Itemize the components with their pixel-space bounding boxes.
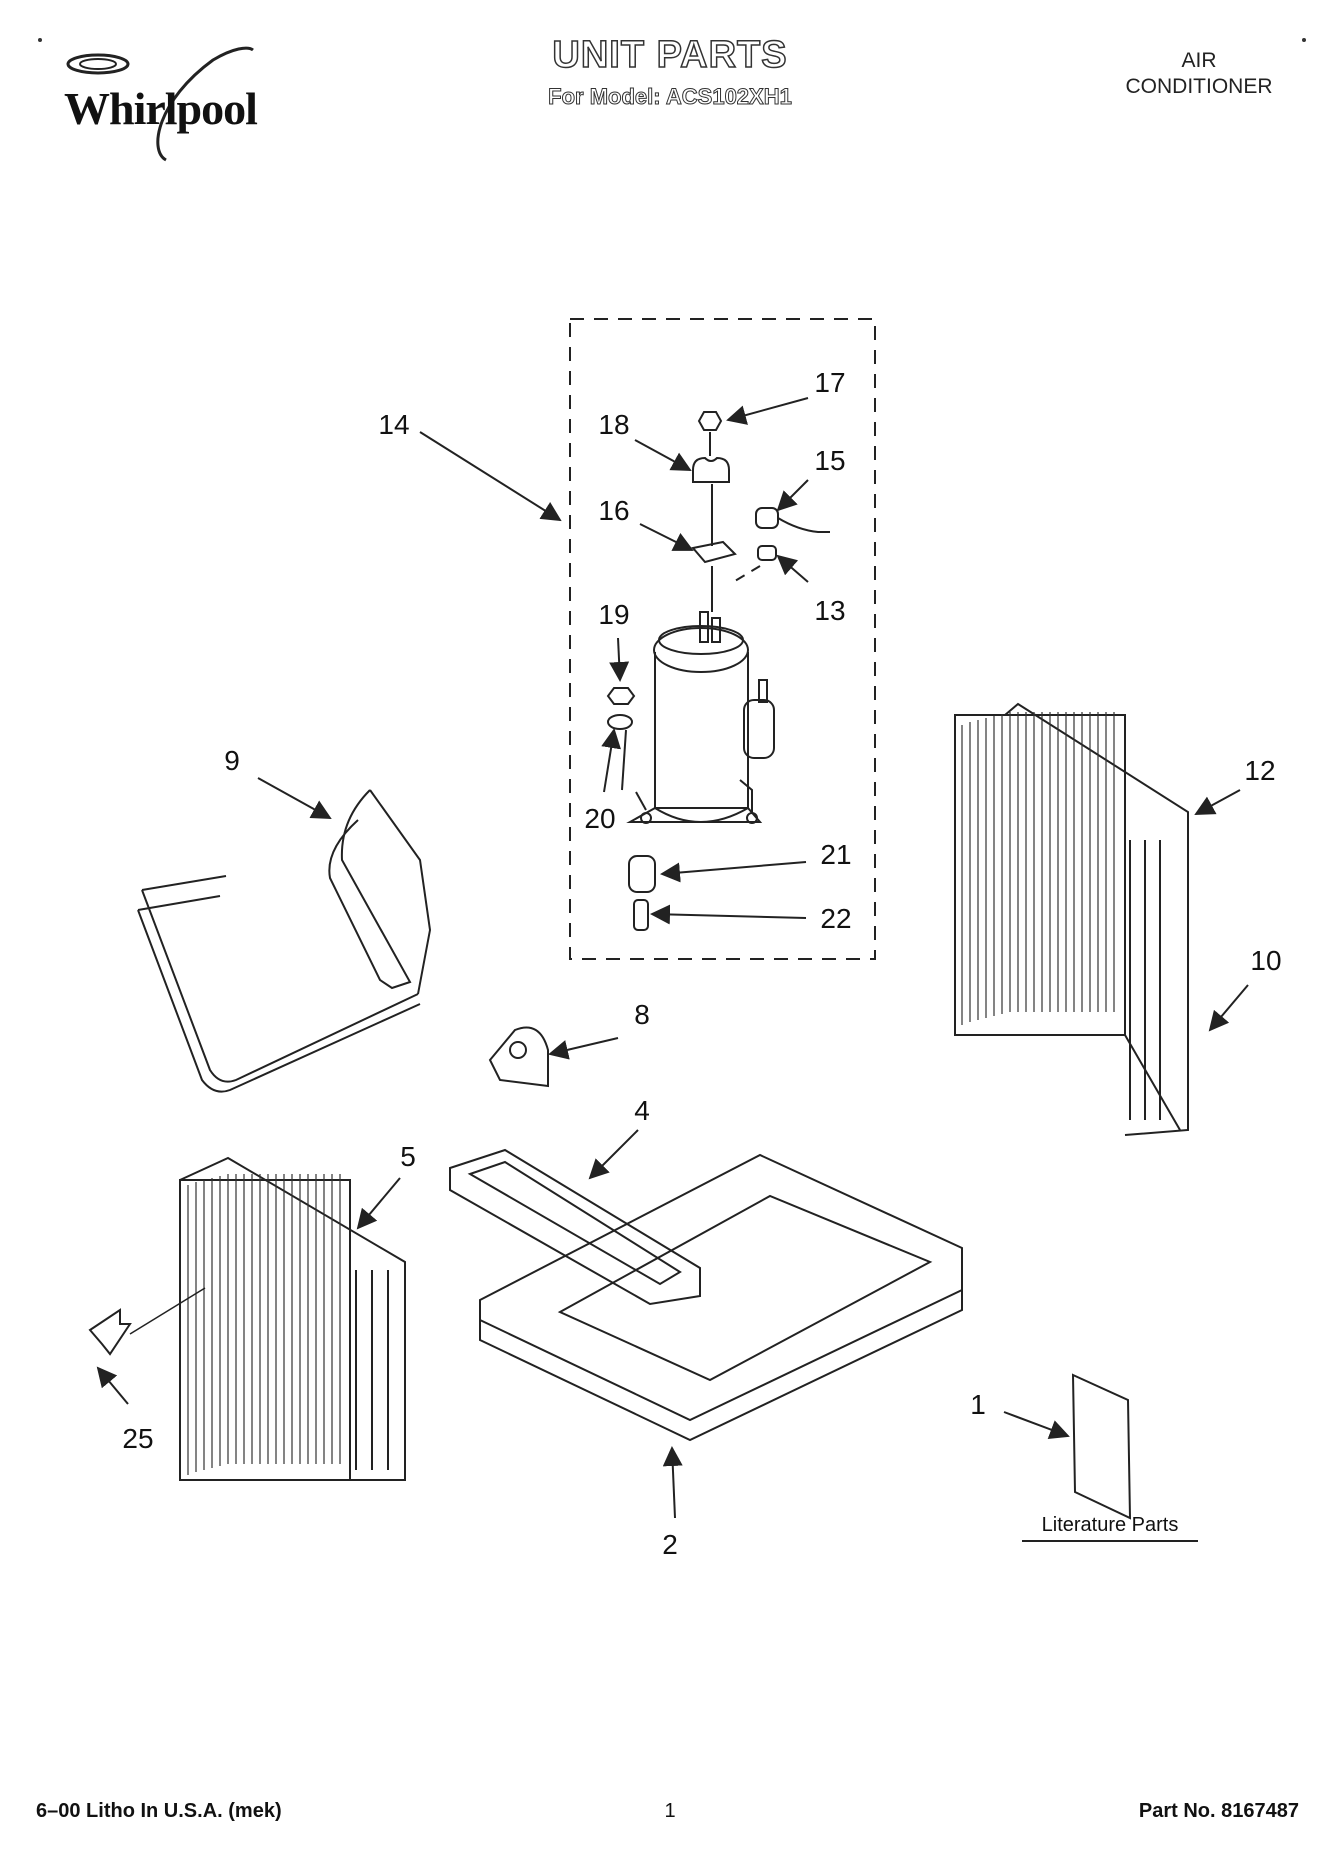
- leader-5: [356, 1177, 401, 1230]
- leader-22: [650, 904, 807, 925]
- callout-17: 17: [814, 367, 846, 398]
- grommet-13-drawing: [757, 545, 777, 561]
- coil-12-drawing: [954, 702, 1189, 1136]
- callout-18: 18: [598, 409, 630, 440]
- coil-12-fins: [961, 712, 1115, 1025]
- callout-2: 2: [662, 1529, 678, 1560]
- coil-5-fins: [187, 1174, 341, 1475]
- callout-25: 25: [122, 1423, 154, 1454]
- grommet-21-drawing: [628, 855, 656, 893]
- whirlpool-logo: Whirlpool: [48, 40, 288, 170]
- literature-parts-label: Literature Parts: [1041, 1514, 1179, 1536]
- callout-9: 9: [224, 745, 240, 776]
- partition-4-drawing: [449, 1148, 701, 1306]
- callout-21: 21: [820, 839, 852, 870]
- product-line-1: AIR: [1181, 49, 1217, 72]
- leader-1: [1003, 1411, 1070, 1440]
- leader-18: [634, 439, 692, 471]
- product-type: AIR CONDITIONER: [1099, 48, 1299, 100]
- wire-bracket-9-drawing: [137, 789, 432, 1093]
- callout-1: 1: [970, 1389, 986, 1420]
- callout-10: 10: [1250, 945, 1282, 976]
- leader-20: [601, 728, 622, 793]
- nut-19-drawing: [606, 687, 636, 705]
- callout-14: 14: [378, 409, 410, 440]
- leader-4: [588, 1129, 639, 1180]
- leader-2: [662, 1446, 683, 1519]
- cover-18-drawing: [692, 456, 730, 483]
- callout-5: 5: [400, 1141, 416, 1172]
- literature-underline: [1022, 1540, 1198, 1542]
- base-pan-2-drawing: [479, 1153, 963, 1442]
- leader-17: [726, 397, 809, 425]
- callout-22: 22: [820, 903, 852, 934]
- clip-25-drawing: [88, 1308, 132, 1356]
- leader-14: [419, 431, 562, 522]
- leader-9: [257, 777, 332, 819]
- page-number: 1: [664, 1800, 676, 1822]
- leader-16: [639, 523, 694, 551]
- leader-21: [660, 861, 807, 883]
- corner-mark-right: [1302, 38, 1306, 42]
- callout-13: 13: [814, 595, 846, 626]
- brand-wordmark: Whirlpool: [64, 83, 258, 134]
- clamp-16-drawing: [691, 540, 737, 564]
- callout-20: 20: [584, 803, 616, 834]
- callout-12: 12: [1244, 755, 1276, 786]
- leader-25: [96, 1366, 129, 1405]
- support-8-drawing: [488, 1026, 549, 1088]
- leader-19: [609, 637, 630, 682]
- callout-19: 19: [598, 599, 630, 630]
- leader-8: [548, 1037, 619, 1060]
- compressor-drawing: [626, 611, 775, 824]
- callout-15: 15: [814, 445, 846, 476]
- page-title: UNIT PARTS: [552, 33, 788, 77]
- leader-13: [776, 554, 809, 583]
- literature-book-drawing: [1071, 1373, 1132, 1520]
- corner-mark-left: [38, 38, 42, 42]
- compressor-assembly-box: [569, 318, 876, 960]
- leader-12: [1194, 789, 1241, 815]
- overload-15-drawing: [755, 507, 779, 529]
- leader-15: [776, 479, 809, 512]
- washer-20-drawing: [607, 714, 633, 730]
- leader-10: [1208, 984, 1249, 1032]
- callout-8: 8: [634, 999, 650, 1030]
- product-line-2: CONDITIONER: [1125, 75, 1273, 98]
- print-info: 6–00 Litho In U.S.A. (mek): [36, 1800, 282, 1822]
- coil-5-drawing: [179, 1156, 406, 1481]
- model-line: For Model: ACS102XH1: [548, 84, 793, 110]
- callout-4: 4: [634, 1095, 650, 1126]
- sleeve-22-drawing: [633, 899, 649, 931]
- callout-16: 16: [598, 495, 630, 526]
- nut-17-drawing: [697, 411, 723, 431]
- part-number: Part No. 8167487: [1138, 1800, 1299, 1822]
